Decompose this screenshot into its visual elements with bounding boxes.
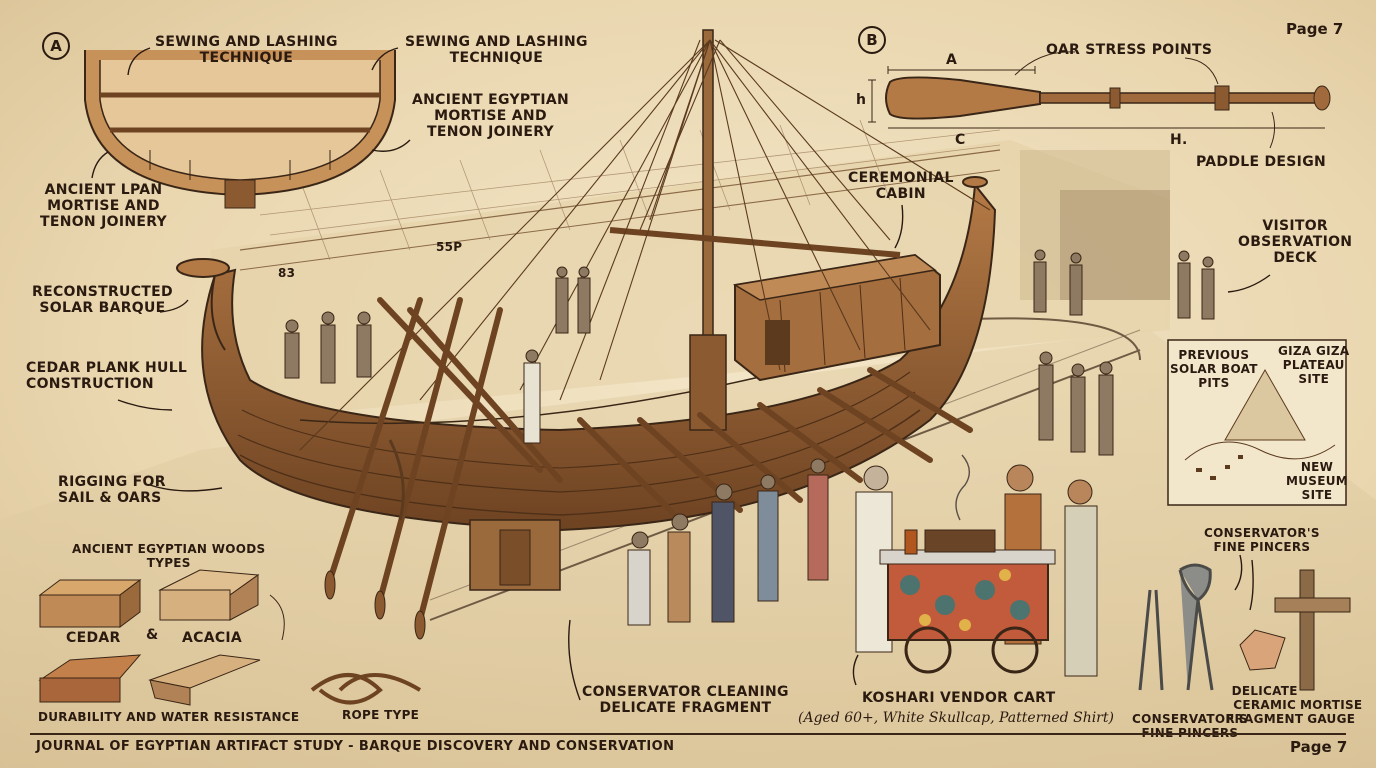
label-woods-title: ANCIENT EGYPTIAN WOODS TYPES bbox=[72, 542, 266, 570]
label-mortise-gauge: MORTISE GAUGE bbox=[1300, 698, 1363, 726]
dim-c: C bbox=[955, 132, 966, 148]
dim-h2: H. bbox=[1170, 132, 1188, 148]
gallery-sign-1: 83 bbox=[278, 266, 296, 280]
gallery-sign-2: 55P bbox=[436, 240, 463, 254]
paddle-design-sketch bbox=[868, 51, 1331, 149]
annotation-arrows bbox=[91, 47, 1271, 701]
label-koshari-cart: KOSHARI VENDOR CART bbox=[862, 690, 1056, 706]
label-ceramic-fragment: DELICATE CERAMIC FRAGMENT bbox=[1226, 684, 1304, 726]
solar-barque-drawing bbox=[176, 29, 997, 640]
label-cedar-hull: CEDAR PLANK HULL CONSTRUCTION bbox=[26, 360, 188, 392]
hull-cross-section-sketch bbox=[84, 50, 396, 209]
page-number-bottom: Page 7 bbox=[1290, 738, 1348, 756]
label-sewing-left: SEWING AND LASHING TECHNIQUE bbox=[155, 34, 338, 66]
footer-rule bbox=[30, 733, 1346, 735]
label-sewing-right: SEWING AND LASHING TECHNIQUE bbox=[405, 34, 588, 66]
inset-b-badge: B bbox=[858, 26, 886, 54]
map-new-museum: NEW MUSEUM SITE bbox=[1286, 460, 1349, 502]
label-cedar: CEDAR bbox=[66, 630, 121, 646]
inset-a-badge: A bbox=[42, 32, 70, 60]
visitor-figures bbox=[284, 249, 1215, 677]
label-mortise-right: ANCIENT EgYPTIAN MORTISE AND TENON JOINE… bbox=[412, 92, 569, 140]
page-number-top: Page 7 bbox=[1286, 20, 1344, 38]
wood-samples bbox=[38, 569, 422, 706]
label-ceremonial-cabin: CEREMONIAL CABIN bbox=[848, 170, 954, 202]
label-durability: DURABILITY AND WATER RESISTANCE bbox=[38, 710, 300, 724]
giza-site-map bbox=[1167, 339, 1347, 506]
dim-a: A bbox=[946, 52, 958, 68]
conservation-tools bbox=[1138, 563, 1351, 691]
map-previous-pits: PREVIOUS SOLAR BOAT PITS bbox=[1170, 348, 1258, 390]
label-mortise-left: ANCIENT LPAN MORTISE AND TENON JOINERY bbox=[40, 182, 167, 230]
dim-h: h bbox=[856, 92, 867, 108]
map-giza-site: GIZA GIZA PLATEAU SITE bbox=[1278, 344, 1350, 386]
journal-footer: JOURNAL OF EGYPTIAN ARTIFACT STUDY - BAR… bbox=[36, 739, 675, 754]
koshari-cart-drawing bbox=[879, 454, 1056, 674]
label-conservator-cleaning: CONSERVATOR CLEANING DELICATE FRAGMENT bbox=[582, 684, 789, 716]
label-paddle-design: PADDLE DESIGN bbox=[1196, 154, 1326, 170]
koshari-note: (Aged 60+, White Skullcap, Patterned Shi… bbox=[798, 710, 1114, 726]
label-pincers-bottom: CONSERVATOR'S FINE PINCERS bbox=[1132, 712, 1248, 740]
label-visitor-deck: VISITOR OBSERVATION DECK bbox=[1238, 218, 1353, 266]
label-oar-stress: OAR STRESS POINTS bbox=[1046, 42, 1213, 58]
label-amp: & bbox=[146, 627, 159, 643]
label-pincers-top: CONSERVATOR'S FINE PINCERS bbox=[1204, 526, 1320, 554]
label-rigging: RIGGING FOR SAIL & OARS bbox=[58, 474, 166, 506]
label-rope-type: ROPE TYPE bbox=[342, 708, 420, 722]
label-solar-barque: RECONSTRUCTED SOLAR BARQUE bbox=[32, 284, 173, 316]
label-acacia: ACACIA bbox=[182, 630, 243, 646]
